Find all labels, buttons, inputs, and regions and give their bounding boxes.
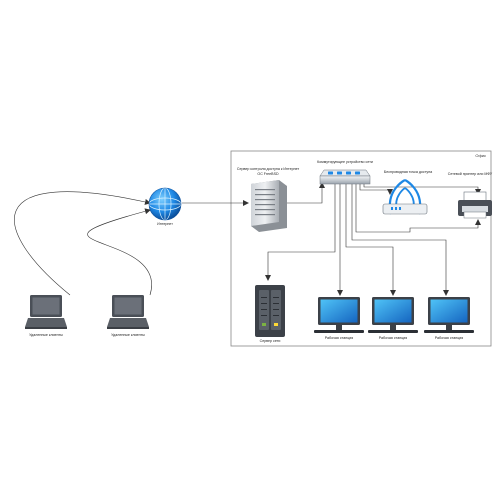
link-switch-wifi [359,183,393,195]
printer-label: Сетевой принтер или МФУ [447,172,493,176]
wifi-label: Беспроводная точка доступа [383,170,433,174]
link-remote2-internet [87,208,152,296]
workstation-label-3: Рабочая станция [434,336,464,340]
link-switch-ws3 [351,183,449,296]
remote-client-label-2: Удаленные клиенты [111,333,145,337]
office-frame [230,150,492,347]
laptop-icon [25,295,67,329]
link-switch-ws2 [345,183,396,296]
printer-icon [458,191,492,219]
link-switch-bracket [355,183,481,233]
monitor-icon [368,297,418,333]
storage-server-icon [255,285,285,337]
office-title: Офис [475,153,486,158]
globe-icon [148,187,182,221]
server-tower-icon [251,180,287,232]
monitor-icon [314,297,364,333]
laptop-icon [107,295,149,329]
link-gateway-switch [287,182,325,204]
nas-label: Сервер сети [259,339,281,343]
workstation-label-1: Рабочая станция [324,336,354,340]
monitor-icon [424,297,474,333]
link-remote1-internet [14,191,151,296]
switch-label: Коммутирующее устройство сети [317,160,373,164]
gateway-label-line1: Сервер контроля доступа к Интернет [236,167,300,171]
wifi-router-icon [382,179,428,215]
link-switch-nas [265,183,336,281]
network-switch-icon [319,169,371,185]
remote-client-label-1: Удаленные клиенты [29,333,63,337]
link-switch-printer [363,183,481,195]
connection-lines [14,182,481,296]
workstation-label-2: Рабочая станция [378,336,408,340]
gateway-label-line2: ОС FreeBSD [257,171,279,176]
internet-label: Интернет [157,222,173,226]
